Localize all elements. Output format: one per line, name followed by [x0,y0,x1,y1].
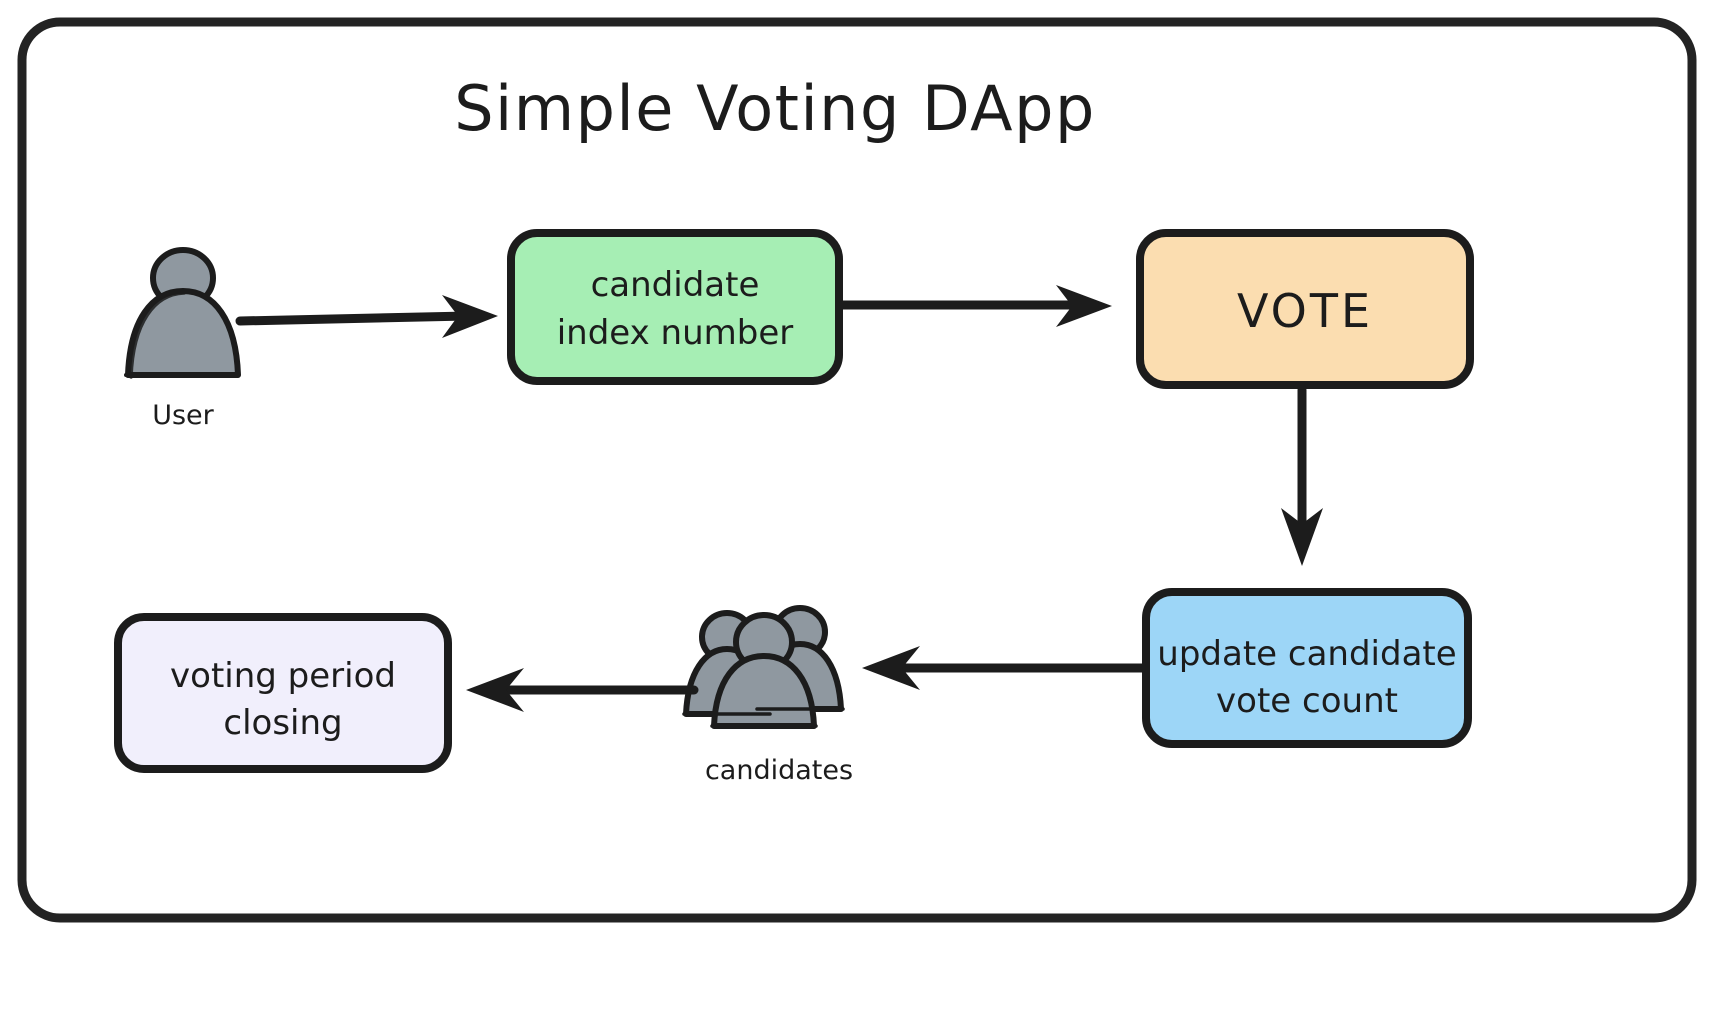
voting-period-node-line-2: closing [223,703,342,743]
candidates-actor-label: candidates [705,755,853,786]
vote-node[interactable]: VOTE [1136,229,1474,389]
edge-candidate-index-to-vote [838,285,1112,327]
vote-node-label: VOTE [1237,284,1373,338]
person-icon [124,247,241,379]
update-count-node-line-2: vote count [1216,681,1398,721]
user-actor-label: User [152,400,214,431]
candidate-index-node[interactable]: candidate index number [507,229,843,385]
people-group-icon [682,605,845,729]
diagram-title: Simple Voting DApp [454,72,1096,145]
edge-candidates-to-voting-period [466,668,699,712]
edge-vote-to-update-count [1281,385,1323,566]
edge-user-to-candidate-index [235,295,498,338]
voting-period-node[interactable]: voting period closing [114,613,452,773]
update-count-node[interactable]: update candidate vote count [1142,588,1472,748]
update-count-node-line-1: update candidate [1157,634,1456,674]
candidate-index-node-line-2: index number [557,313,794,353]
diagram-frame [17,17,1697,923]
edge-update-count-to-candidates [862,646,1147,690]
candidate-index-node-line-1: candidate [591,265,760,305]
voting-period-node-line-1: voting period [170,656,396,696]
